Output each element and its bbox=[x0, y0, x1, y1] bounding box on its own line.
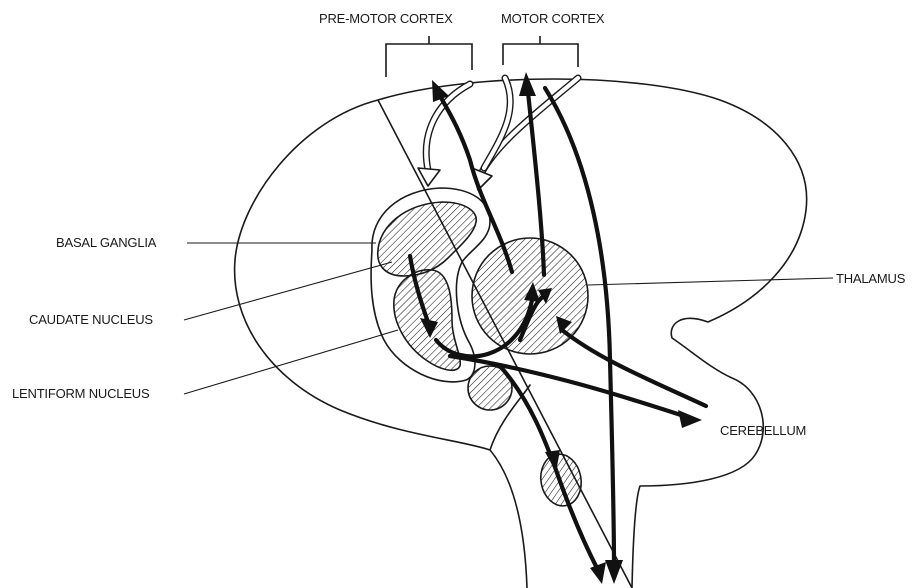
cerebellum-to-thalamus-pathway bbox=[562, 330, 706, 406]
lentiform-nucleus-leader bbox=[184, 330, 398, 394]
caudate-nucleus-label: CAUDATE NUCLEUS bbox=[29, 312, 153, 327]
brainstem-arrowhead bbox=[590, 562, 606, 584]
motor-cortex-label: MOTOR CORTEX bbox=[501, 11, 605, 26]
lentiform-nucleus-label: LENTIFORM NUCLEUS bbox=[12, 386, 150, 401]
premotor-cortex-label: PRE-MOTOR CORTEX bbox=[319, 11, 453, 26]
basal-ganglia-label: BASAL GANGLIA bbox=[56, 235, 157, 250]
thalamus-label: THALAMUS bbox=[836, 271, 906, 286]
spinal-descending-arrowhead bbox=[605, 560, 623, 584]
caudate-nucleus-leader bbox=[184, 262, 392, 320]
motor-arrowhead bbox=[519, 72, 536, 96]
cerebellum-label: CEREBELLUM bbox=[720, 423, 806, 438]
thalamus-leader bbox=[588, 278, 833, 285]
premotor-cortex-bracket bbox=[386, 36, 472, 77]
motor-cortex-bracket bbox=[503, 36, 578, 67]
cerebellum-arrowhead bbox=[678, 410, 702, 428]
